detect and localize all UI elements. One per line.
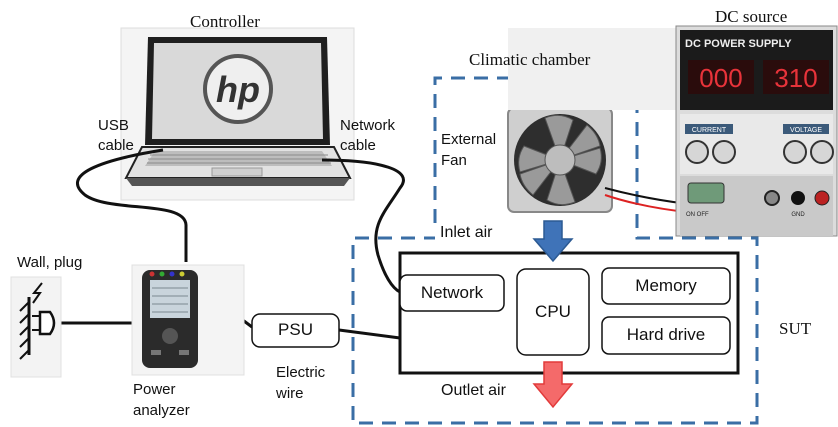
hard-drive-label: Hard drive <box>626 325 706 344</box>
power-analyzer-label-line2: analyzer <box>133 402 190 419</box>
network-box <box>399 274 505 312</box>
laptop-icon <box>120 27 355 201</box>
dc-current-label: CURRENT <box>692 127 727 134</box>
memory-label: Memory <box>635 276 697 295</box>
dc-voltage-label: VOLTAGE <box>790 127 822 134</box>
network-label: Network <box>420 283 484 302</box>
dc-on-off-label: ON OFF <box>686 212 709 218</box>
network-cable-wire <box>321 158 405 294</box>
power-analyzer-label-line1: Power <box>133 381 176 398</box>
network-cable-label-line2: cable <box>340 137 376 154</box>
power-analyzer-icon <box>131 264 245 376</box>
psu-to-sut-wire <box>338 328 401 340</box>
usb-cable-wire <box>76 148 188 262</box>
dc-current-display: 000 <box>699 63 742 93</box>
outlet-air-label: Outlet air <box>441 382 506 399</box>
usb-cable-label-line1: USB <box>98 117 129 134</box>
hard-drive-box <box>601 316 731 355</box>
hp-logo: hp <box>216 69 260 110</box>
dc-power-supply-icon <box>508 25 838 237</box>
electric-wire-label-line2: wire <box>276 385 304 402</box>
dc-panel-title: DC POWER SUPPLY <box>685 38 792 50</box>
external-fan-label-line1: External <box>441 131 497 148</box>
sut-label: SUT <box>779 319 812 338</box>
psu-box <box>251 313 340 348</box>
outlet-air-arrow <box>532 361 574 409</box>
climatic-chamber-outline <box>351 76 759 425</box>
inlet-air-arrow <box>532 220 574 263</box>
network-cable-label-line1: Network <box>340 117 396 134</box>
wall-plug-icon <box>10 276 62 378</box>
wall-plug-label: Wall, plug <box>17 254 83 271</box>
dc-voltage-display: 310 <box>774 63 817 93</box>
usb-cable-label-line2: cable <box>98 137 134 154</box>
climatic-chamber-label: Climatic chamber <box>469 50 591 69</box>
memory-box <box>601 267 731 305</box>
controller-label: Controller <box>190 12 260 31</box>
inlet-air-label: Inlet air <box>440 224 493 241</box>
external-fan-label-line2: Fan <box>441 152 467 169</box>
dc-gnd-label: GND <box>791 212 805 218</box>
cpu-box <box>516 268 590 356</box>
cpu-label: CPU <box>535 302 571 321</box>
fan-icon <box>507 107 613 213</box>
electric-wire-label-line1: Electric <box>276 364 326 381</box>
psu-label: PSU <box>278 320 313 339</box>
dc-source-label: DC source <box>715 7 788 26</box>
